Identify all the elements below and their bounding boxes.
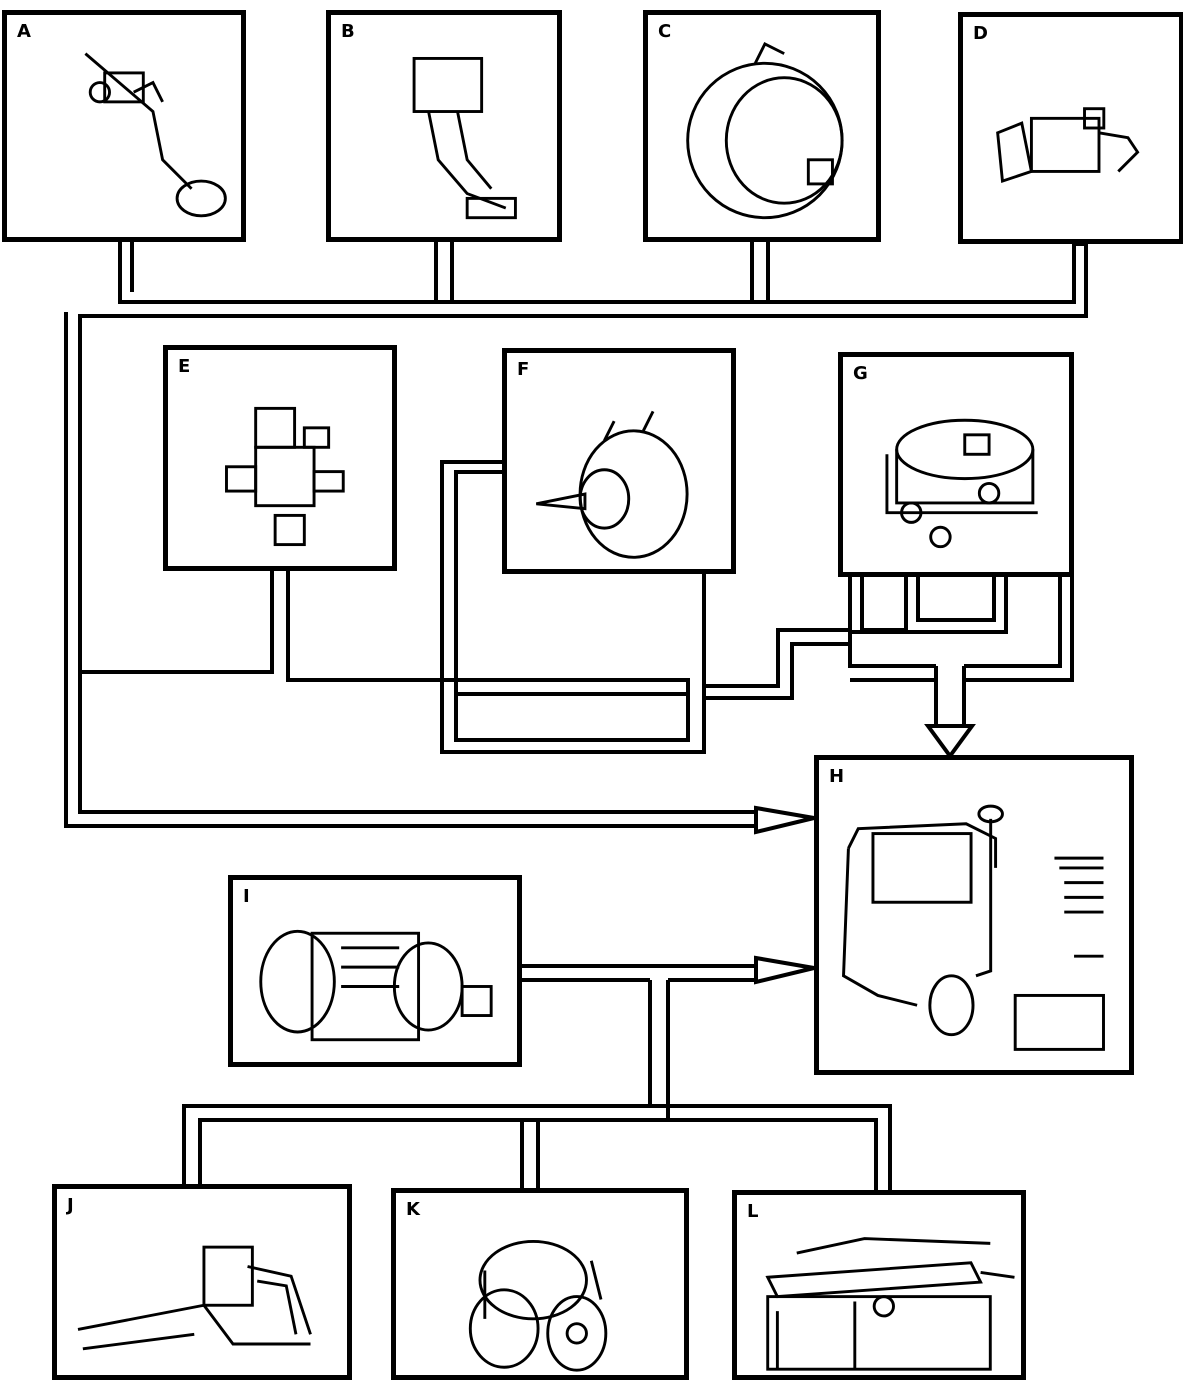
brake-chamber-illustration-f — [507, 353, 731, 569]
connector-ef-to-g — [704, 630, 850, 698]
arrowhead-g-to-h — [928, 726, 972, 756]
component-box-k: K — [391, 1188, 689, 1380]
component-label-i: I — [243, 888, 250, 906]
component-label-h: H — [829, 768, 844, 786]
brake-chamber-illustration-c — [648, 15, 876, 237]
arrowhead-i-to-h — [756, 958, 814, 982]
component-label-j: J — [67, 1197, 74, 1215]
differential-illustration-k — [396, 1193, 684, 1375]
component-box-d: D — [958, 12, 1183, 244]
vehicle-cab-illustration-h — [819, 760, 1129, 1070]
component-label-a: A — [17, 23, 31, 41]
component-box-e: E — [163, 345, 397, 571]
pedal-valve-illustration-b — [331, 15, 557, 237]
transmission-illustration-i — [233, 880, 517, 1062]
component-label-b: B — [341, 23, 355, 41]
component-label-d: D — [973, 25, 988, 43]
component-label-g: G — [853, 365, 868, 383]
component-box-h: H — [814, 755, 1134, 1075]
component-label-f: F — [517, 361, 529, 379]
component-box-l: L — [732, 1190, 1026, 1380]
valve-illustration-a — [7, 15, 241, 237]
axle-illustration-j — [57, 1189, 347, 1375]
connector-i-to-h — [522, 966, 756, 980]
component-label-l: L — [747, 1203, 758, 1221]
tank-illustration-l — [737, 1195, 1021, 1375]
connector-g-lines — [850, 575, 1072, 730]
component-box-j: J — [52, 1184, 352, 1380]
component-box-a: A — [2, 10, 246, 242]
component-box-i: I — [228, 875, 522, 1067]
valve-illustration-d — [963, 17, 1179, 239]
component-label-c: C — [658, 23, 671, 41]
component-box-f: F — [502, 348, 736, 574]
component-label-e: E — [178, 358, 190, 376]
arrowhead-left-to-h — [756, 808, 814, 832]
component-box-c: C — [643, 10, 881, 242]
component-label-k: K — [406, 1201, 420, 1219]
connector-top-bus-outer — [120, 240, 1086, 302]
reservoir-valve-illustration-g — [843, 357, 1069, 572]
valve-illustration-e — [168, 350, 392, 566]
component-box-b: B — [326, 10, 562, 242]
component-box-g: G — [838, 352, 1074, 577]
